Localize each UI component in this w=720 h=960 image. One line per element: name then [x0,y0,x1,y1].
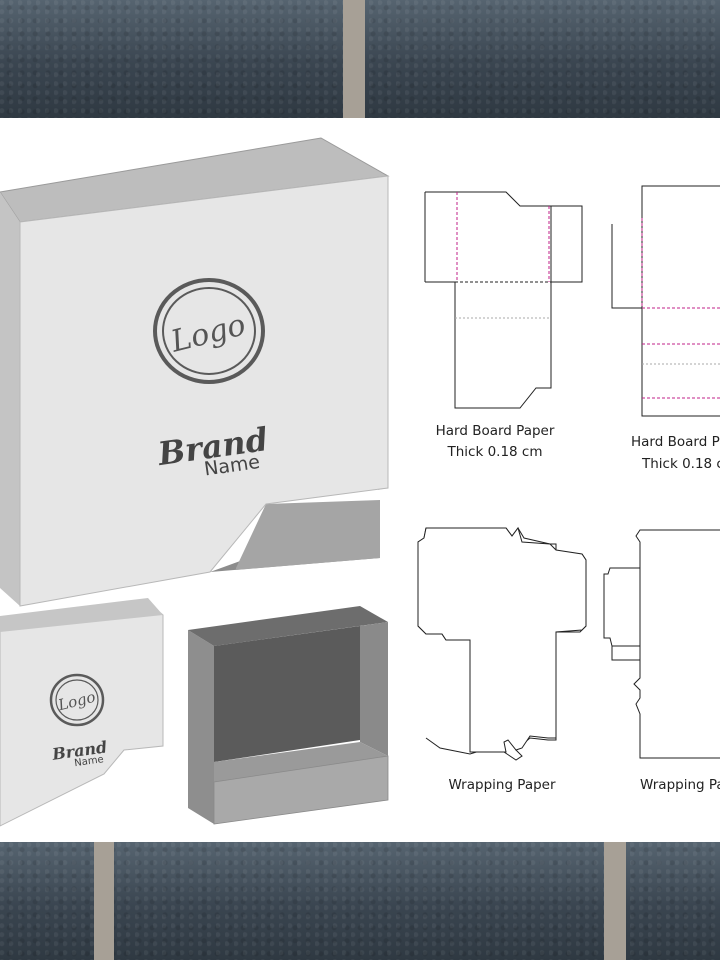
large-box-mockup: Logo Brand Name [0,137,390,607]
tray-top-rim [188,606,388,646]
wrapping-dieline-1-shape [417,526,587,753]
small-name-text: Name [74,754,105,769]
small-box-front-face [0,603,164,827]
packaging-diagram: Logo Brand Name Logo Brand Name [0,137,720,827]
tray-outer-left [188,630,214,824]
hard-board-1-thickness: Thick 0.18 cm [446,444,542,460]
hard-board-2-thickness: Thick 0.18 c [641,456,720,472]
tray-front-wall [213,755,389,825]
stone-background-bottom [0,842,720,960]
hard-board-1-title: Hard Board Paper [436,423,555,439]
hard-board-dieline-2 [611,185,720,417]
hard-board-2-title: Hard Board Pa [631,434,720,450]
small-box-mockup: Logo Brand Name [0,598,164,827]
wrapping-1-title: Wrapping Paper [448,777,556,793]
tray-inner-right-wall [360,622,388,756]
stone-background-top [0,0,720,118]
stone-joint [343,0,365,118]
stone-joint [604,842,626,960]
tray-inside [214,626,360,762]
large-box-tray-side [236,500,380,570]
large-box-front-face [19,175,389,607]
packaging-sheet: Logo Brand Name Logo Brand Name [0,118,720,842]
stone-joint [94,842,114,960]
tray-inner-floor [214,742,388,782]
hard-board-dieline-1 [424,191,583,409]
wrapping-2-title: Wrapping Pa [640,777,720,793]
large-box-left-face [0,192,20,606]
wrapping-dieline-2 [603,529,720,759]
open-tray-mockup [188,606,389,825]
small-box-top-face [0,598,163,632]
